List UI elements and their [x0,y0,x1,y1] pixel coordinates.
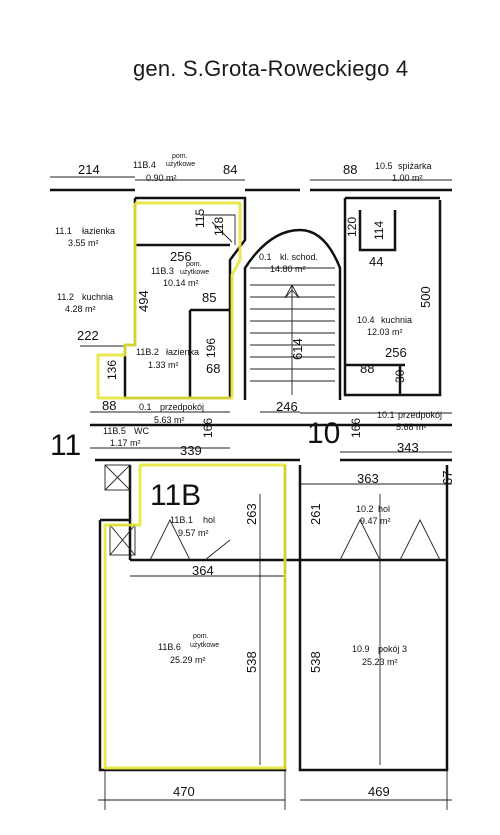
dim-256-left: 256 [170,249,192,264]
room-11b3-desc1: pom. [186,261,202,268]
room-01a-name: 0.1 [259,252,272,262]
room-01a-desc: kl. schod. [280,252,318,262]
room-104-desc: kuchnia [381,315,412,325]
room-01b-name: 0.1 [139,402,152,412]
room-102-name: 10.2 [356,504,374,514]
room-109-area: 25.23 m² [362,657,398,667]
room-102-area: 9.47 m² [360,516,391,526]
room-102-desc: hol [378,504,390,514]
dim-88-top: 88 [343,162,357,177]
dim-222: 222 [77,328,99,343]
room-104-name: 10.4 [357,315,375,325]
room-11b3-name: 11B.3 [151,266,174,276]
room-11b2-area: 1.33 m² [148,360,179,370]
dim-88-right: 88 [360,361,374,376]
room-11b2-desc: łazienka [166,347,199,357]
dim-114: 114 [372,221,386,240]
room-101-area: 5.68 m² [396,422,427,432]
dim-136: 136 [105,360,119,380]
dim-88-mid: 88 [102,398,116,413]
dim-115: 115 [193,209,207,228]
room-11b1-desc: hol [203,515,215,525]
room-11b6-area: 25.29 m² [170,655,206,665]
unit-11b: 11B [150,479,201,512]
room-11b5-desc: WC [134,426,149,436]
room-111-desc: łazienka [82,226,115,236]
room-11b3-desc2: użytkowe [180,269,209,276]
room-101-name: 10.1 [377,410,395,420]
dim-120: 120 [345,217,359,237]
room-11b6-desc1: pom. [193,633,209,640]
room-11b4-area: 0.90 m² [146,173,177,183]
room-112-desc: kuchnia [82,292,113,302]
room-01b-area: 5.63 m² [154,415,185,425]
room-01a-area: 14.80 m² [270,264,306,274]
unit-11: 11 [50,429,81,462]
dim-538-right: 538 [308,651,323,673]
room-101-desc: przedpokój [398,410,442,420]
dim-494: 494 [136,290,151,312]
dimension-labels: 214 84 88 115 118 256 494 85 222 196 136… [77,162,455,799]
room-112-area: 4.28 m² [65,304,96,314]
dim-118: 118 [212,217,226,236]
room-111-name: 11.1 [55,226,72,236]
dim-339: 339 [180,443,202,458]
room-11b4-desc2: użytkowe [166,161,195,168]
room-11b1-name: 11B.1 [170,515,193,525]
dim-500: 500 [418,286,433,308]
walls [50,188,452,772]
room-109-desc: pokój 3 [378,644,407,654]
dim-256-right: 256 [385,345,407,360]
stairs [250,284,335,395]
room-105-desc: spiżarka [398,161,432,171]
dim-614: 614 [290,338,305,360]
unit-11b-highlight [96,201,287,770]
room-11b6-name: 11B.6 [158,642,181,652]
dim-364: 364 [192,563,214,578]
room-11b4-desc1: pom. [172,153,188,160]
dim-44: 44 [369,254,383,269]
room-111-area: 3.55 m² [68,238,99,248]
dimension-lines [50,176,452,810]
room-01b-desc: przedpokój [160,402,204,412]
dim-67: 67 [440,471,455,485]
dim-469: 469 [368,784,390,799]
address-title: gen. S.Grota-Roweckiego 4 [133,56,409,81]
room-112-name: 11.2 [57,292,74,302]
dim-470: 470 [173,784,195,799]
dim-166-left: 166 [201,418,215,438]
room-labels: 11B.4 pom. użytkowe 0.90 m² 10.5 spiżark… [55,153,442,667]
dim-214: 214 [78,162,100,177]
room-105-name: 10.5 [375,161,393,171]
dim-30: 30 [393,369,407,383]
dim-363: 363 [357,471,379,486]
room-11b5-name: 11B.5 [103,426,126,436]
unit-10: 10 [307,417,340,450]
dim-85: 85 [202,290,216,305]
room-11b6-desc2: użytkowe [190,642,219,649]
dim-261: 261 [308,503,323,525]
room-11b4-name: 11B.4 [133,160,156,170]
dim-166-right: 166 [349,418,363,438]
room-105-area: 1.00 m² [392,173,423,183]
unit-labels: 11 11B 10 [50,417,340,512]
dim-246: 246 [276,399,298,414]
room-11b2-name: 11B.2 [136,347,159,357]
dim-343: 343 [397,440,419,455]
room-109-name: 10.9 [352,644,370,654]
room-11b1-area: 9.57 m² [178,528,209,538]
room-11b5-area: 1.17 m² [110,438,141,448]
dim-68: 68 [206,361,220,376]
room-11b3-area: 10.14 m² [163,278,199,288]
room-104-area: 12.03 m² [367,327,403,337]
dim-196: 196 [204,338,218,358]
dim-538-left: 538 [244,651,259,673]
dim-84: 84 [223,162,237,177]
dim-263: 263 [244,503,259,525]
